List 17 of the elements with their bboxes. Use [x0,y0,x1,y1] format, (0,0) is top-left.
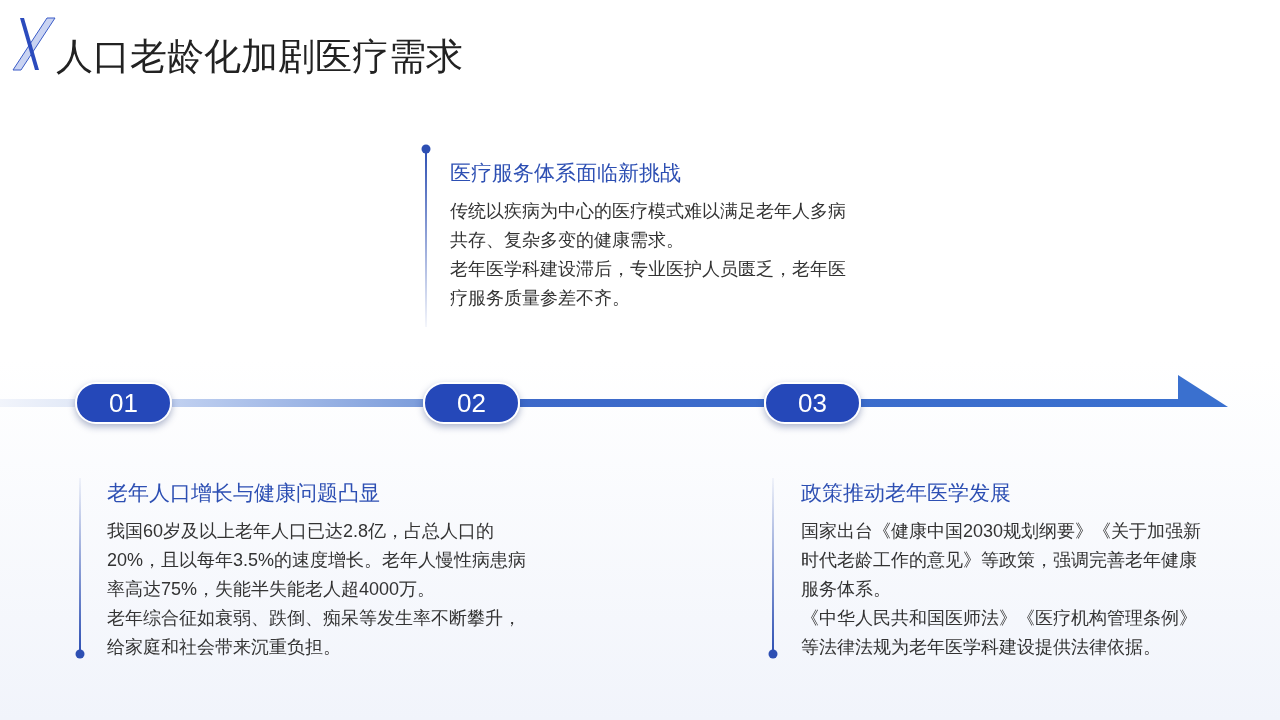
step-marker: 01 [75,382,172,424]
section-heading: 医疗服务体系面临新挑战 [450,160,682,186]
body-paragraph: 《中华人民共和国医师法》《医疗机构管理条例》等法律法规为老年医学科建设提供法律依据。 [801,607,1198,659]
timeline-line [520,399,764,407]
timeline-arrow [861,375,1228,407]
step-marker: 03 [764,382,861,424]
step-marker: 02 [423,382,520,424]
body-paragraph: 我国60岁及以上老年人口已达2.8亿，占总人口的20%，且以每年3.5%的速度增长。老年人慢性病患病率高达75%，失能半失能老人超4000万。 [107,520,527,601]
body-paragraph: 老年医学科建设滞后，专业医护人员匮乏，老年医疗服务质量参差不齐。 [450,258,847,310]
body-paragraph: 老年综合征如衰弱、跌倒、痴呆等发生率不断攀升，给家庭和社会带来沉重负担。 [107,607,522,659]
section-heading: 政策推动老年医学发展 [801,480,1012,506]
timeline-line [0,399,75,407]
body-paragraph: 传统以疾病为中心的医疗模式难以满足老年人多病共存、复杂多变的健康需求。 [450,200,847,252]
section-heading: 老年人口增长与健康问题凸显 [107,480,381,506]
body-paragraph: 国家出台《健康中国2030规划纲要》《关于加强新时代老龄工作的意见》等政策，强调完善老年健康服务体系。 [801,520,1203,601]
timeline-line [172,399,423,407]
slide-title: 人口老龄化加剧医疗需求 [56,35,463,79]
